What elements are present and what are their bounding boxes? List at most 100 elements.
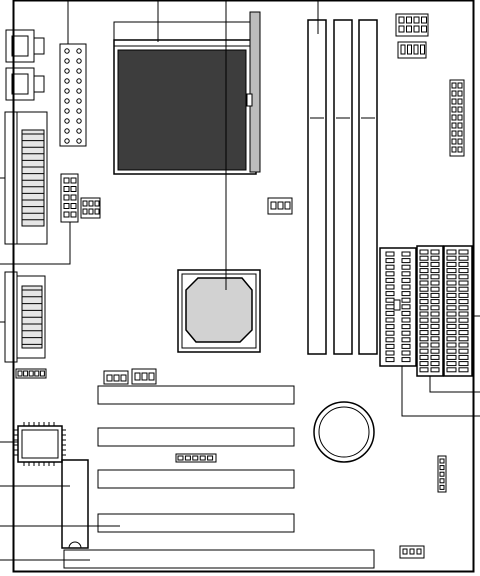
io-controller-chip	[14, 422, 66, 466]
pin	[446, 311, 457, 317]
pin	[106, 374, 113, 382]
pin	[70, 177, 77, 184]
pin	[439, 478, 445, 484]
pin	[419, 317, 429, 323]
pin	[76, 128, 82, 134]
pin	[430, 299, 440, 305]
pin	[430, 361, 440, 367]
ide-secondary-connector	[416, 245, 444, 377]
pin	[419, 292, 429, 298]
pin	[63, 211, 70, 218]
pin	[401, 337, 411, 343]
ps2-ports	[5, 29, 45, 101]
pin	[419, 348, 429, 354]
pin	[458, 268, 469, 274]
pin	[413, 16, 420, 24]
parallel-port	[4, 111, 48, 245]
pin	[446, 367, 457, 373]
pin	[458, 286, 469, 292]
pin	[64, 108, 70, 114]
pin	[451, 106, 457, 113]
pin	[458, 342, 469, 348]
jumper-block-top-right-2	[397, 41, 427, 59]
pin	[400, 44, 406, 55]
pin	[446, 348, 457, 354]
pin	[64, 48, 70, 54]
isa-slot	[63, 549, 375, 569]
pin	[406, 16, 412, 24]
pin	[430, 336, 440, 342]
pin	[76, 78, 82, 84]
pin	[446, 261, 457, 267]
pin	[430, 249, 440, 255]
pin	[277, 201, 284, 210]
pin	[430, 274, 440, 280]
pin	[419, 330, 429, 336]
pin	[446, 268, 457, 274]
pin	[421, 16, 427, 24]
pin	[446, 330, 457, 336]
pin	[385, 264, 395, 270]
pin	[401, 310, 411, 316]
pin	[419, 336, 429, 342]
pin	[413, 25, 420, 33]
pin	[385, 291, 395, 297]
pin	[419, 280, 429, 286]
pin	[430, 342, 440, 348]
pin	[458, 305, 469, 311]
pin	[401, 251, 411, 257]
pin	[385, 343, 395, 349]
pin	[192, 455, 199, 461]
pin	[406, 25, 412, 33]
pin	[39, 370, 45, 377]
pin	[419, 311, 429, 317]
bios-chip	[61, 459, 89, 549]
pin	[446, 354, 457, 360]
pin	[70, 194, 77, 201]
pin	[458, 361, 469, 367]
pin	[439, 465, 445, 471]
ide-primary-connector	[443, 245, 473, 377]
pin	[28, 370, 34, 377]
pin	[439, 484, 445, 490]
pin	[419, 255, 429, 261]
cpu-die	[117, 49, 247, 171]
dimm-slots	[307, 19, 378, 355]
pin	[113, 374, 120, 382]
pin	[76, 118, 82, 124]
pin	[446, 342, 457, 348]
pin	[457, 130, 463, 137]
pin	[430, 261, 440, 267]
pin	[64, 98, 70, 104]
fan-headers-middle	[103, 368, 157, 385]
pin	[413, 44, 419, 55]
front-panel-header-bottom	[437, 455, 447, 493]
pin	[70, 203, 77, 209]
pin	[402, 548, 408, 555]
pin	[430, 367, 440, 373]
pin	[458, 249, 469, 255]
pin	[385, 277, 395, 283]
pin	[401, 264, 411, 270]
pin	[94, 208, 100, 215]
pin	[430, 323, 440, 329]
pin	[94, 200, 100, 207]
pin	[446, 336, 457, 342]
pin	[398, 25, 405, 33]
pin	[401, 258, 411, 264]
pin	[76, 48, 82, 54]
pin	[458, 317, 469, 323]
chipset-heatsink	[177, 269, 261, 353]
pin	[430, 311, 440, 317]
pin	[64, 78, 70, 84]
pin	[385, 324, 395, 330]
pin	[457, 106, 463, 113]
pin	[148, 372, 155, 381]
pin	[419, 274, 429, 280]
pin	[34, 370, 40, 377]
pin	[401, 324, 411, 330]
pin	[407, 44, 412, 55]
pin	[458, 330, 469, 336]
pin	[457, 90, 463, 97]
